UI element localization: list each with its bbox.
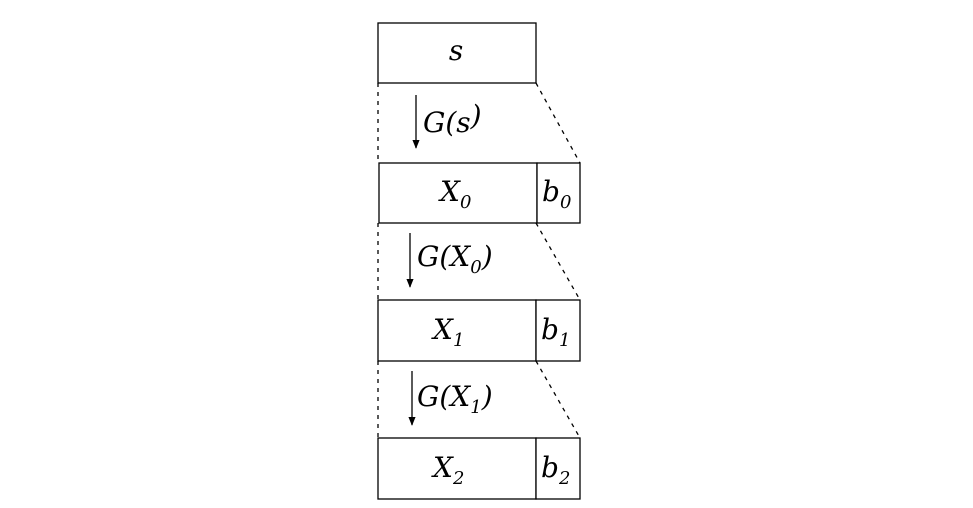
seed-label: s — [449, 34, 463, 67]
transition-g-x0: G(X0) — [377, 222, 581, 301]
seed-box: s — [377, 22, 537, 84]
fn-label: G( — [417, 240, 451, 273]
transition-label: G(X0) — [417, 240, 493, 278]
state-row-2: X2 b2 — [377, 437, 581, 500]
transition-label: G(X1) — [417, 380, 493, 418]
expansion-right-guide — [535, 360, 581, 439]
arg-label: s — [456, 106, 470, 139]
transition-label: G(s) — [423, 99, 482, 139]
expansion-right-guide — [535, 222, 581, 301]
state-label: X0 — [438, 175, 471, 213]
arg-label: X — [448, 240, 471, 273]
transition-g-x1: G(X1) — [377, 360, 581, 439]
transition-g-s: G(s) — [377, 82, 581, 164]
bit-box — [535, 437, 581, 500]
close-paren: ) — [470, 99, 482, 132]
arg-label: X — [448, 380, 471, 413]
state-box — [378, 162, 538, 224]
arg-subscript: 0 — [470, 257, 481, 278]
state-label: X2 — [431, 451, 464, 489]
bit-label: b1 — [541, 313, 570, 351]
state-box — [377, 299, 537, 362]
state-row-1: X1 b1 — [377, 299, 581, 362]
bit-box — [535, 299, 581, 362]
bit-box — [536, 162, 581, 224]
arg-subscript: 1 — [470, 397, 481, 418]
bit-label: b0 — [542, 175, 571, 213]
close-paren: ) — [481, 240, 493, 273]
state-label: X1 — [431, 313, 464, 351]
fn-label: G( — [417, 380, 451, 413]
bit-label: b2 — [541, 451, 570, 489]
fn-label: G( — [423, 106, 457, 139]
close-paren: ) — [481, 380, 493, 413]
state-row-0: X0 b0 — [378, 162, 581, 224]
expansion-right-guide — [535, 82, 581, 164]
